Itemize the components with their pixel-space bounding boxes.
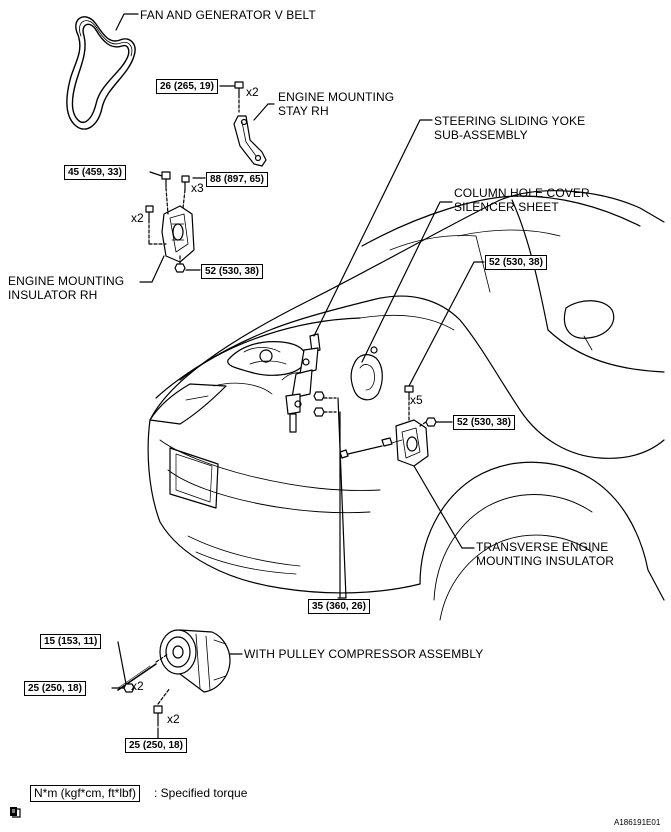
qty-transverse-bolts: x5 (410, 393, 423, 407)
torque-box-yoke: 35 (360, 26) (308, 599, 370, 614)
insulator-rh-leader (139, 255, 165, 283)
car-body-drawing (147, 190, 665, 621)
torque-box-transverse-nut: 52 (530, 38) (453, 415, 515, 430)
label-fan-belt: FAN AND GENERATOR V BELT (140, 8, 316, 22)
v-belt-drawing (66, 16, 136, 130)
stay-leader-line (253, 103, 275, 121)
label-stay-rh-1: ENGINE MOUNTING (278, 90, 395, 104)
document-icon (10, 807, 21, 818)
stay-rh-drawing (233, 81, 267, 167)
column-cover-drawing (350, 346, 383, 401)
label-transverse-1: TRANSVERSE ENGINE (476, 540, 609, 554)
transverse-insulator-drawing (339, 385, 437, 467)
belt-leader-line (115, 13, 139, 31)
qty-stay-bolts: x2 (246, 85, 259, 99)
label-column-1: COLUMN HOLE COVER (454, 186, 590, 200)
label-stay-rh-2: STAY RH (278, 104, 329, 118)
torque-box-compressor-bolt: 25 (250, 18) (125, 738, 187, 753)
qty-compressor-bolt: x2 (167, 712, 180, 726)
torque-box-stay: 26 (265, 19) (156, 79, 218, 94)
label-insulator-rh-1: ENGINE MOUNTING (8, 274, 125, 288)
t45-leader (149, 171, 163, 177)
t52b-leader (408, 261, 485, 387)
label-transverse-2: MOUNTING INSULATOR (476, 554, 615, 568)
label-compressor: WITH PULLEY COMPRESSOR ASSEMBLY (244, 647, 484, 661)
qty-compressor-stud: x2 (131, 679, 144, 693)
qty-insulator-bolts: x3 (191, 181, 204, 195)
label-insulator-rh-2: INSULATOR RH (8, 288, 98, 302)
steering-yoke-drawing (285, 333, 337, 433)
t15-leader (117, 641, 127, 685)
label-yoke-1: STEERING SLIDING YOKE (434, 114, 586, 128)
yoke-leader-line (313, 119, 433, 337)
torque-box-insulator-upper: 45 (459, 33) (64, 165, 126, 180)
legend-meaning: : Specified torque (154, 786, 248, 800)
label-column-2: SILENCER SHEET (454, 200, 559, 214)
transverse-leader-line (413, 465, 475, 549)
compressor-drawing (117, 629, 231, 727)
label-yoke-2: SUB-ASSEMBLY (434, 128, 528, 142)
torque-box-insulator-bolts: 88 (897, 65) (206, 172, 268, 187)
qty-insulator-upper: x2 (131, 211, 144, 225)
torque-box-insulator-nut: 52 (530, 38) (201, 264, 263, 279)
t35-leader (337, 397, 347, 599)
legend-unit-box: N*m (kgf*cm, ft*lbf) (30, 785, 141, 802)
torque-box-compressor-stud: 15 (153, 11) (40, 634, 102, 649)
figure-code: A186191E01 (614, 818, 661, 827)
torque-box-transverse-upper: 52 (530, 38) (485, 255, 547, 270)
insulator-rh-drawing (145, 171, 195, 273)
torque-box-compressor-nut: 25 (250, 18) (24, 681, 86, 696)
column-leader-line (361, 201, 453, 363)
